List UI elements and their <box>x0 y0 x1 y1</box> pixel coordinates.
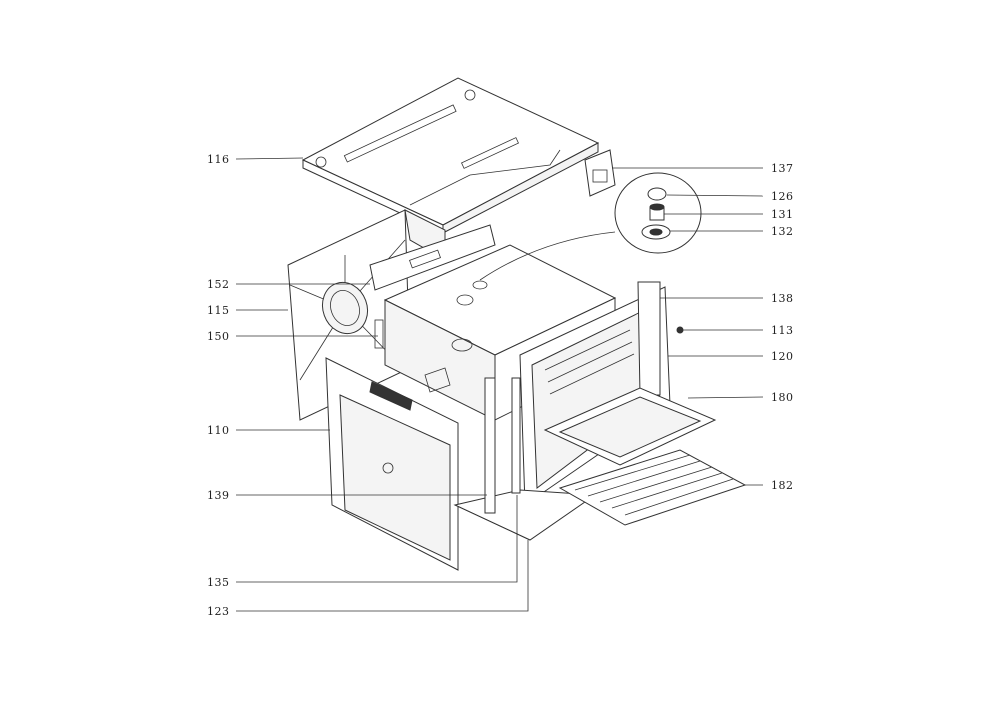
callout-139: 139 <box>207 489 230 502</box>
callout-180: 180 <box>771 391 794 404</box>
front-door <box>325 357 459 571</box>
right-rail <box>637 281 661 396</box>
screw <box>676 326 684 334</box>
bottom-panel <box>453 489 597 541</box>
callout-152: 152 <box>207 278 230 291</box>
side-rail <box>484 377 521 514</box>
lamp-assembly <box>479 172 702 281</box>
callout-132: 132 <box>771 225 794 238</box>
callout-113: 113 <box>771 324 794 337</box>
callout-116: 116 <box>207 153 230 166</box>
callout-182: 182 <box>771 479 794 492</box>
callout-123: 123 <box>207 605 230 618</box>
callout-131: 131 <box>771 208 794 221</box>
callout-150: 150 <box>207 330 230 343</box>
callout-115: 115 <box>207 304 230 317</box>
wire-shelf <box>558 449 747 526</box>
baking-tray <box>543 387 717 466</box>
callout-138: 138 <box>771 292 794 305</box>
callout-120: 120 <box>771 350 794 363</box>
callout-137: 137 <box>771 162 794 175</box>
callout-135: 135 <box>207 576 230 589</box>
callout-110: 110 <box>207 424 230 437</box>
top-panel <box>301 77 600 234</box>
back-cover <box>369 224 496 349</box>
callout-126: 126 <box>771 190 794 203</box>
leader-lines <box>235 157 764 612</box>
bracket <box>584 149 616 197</box>
